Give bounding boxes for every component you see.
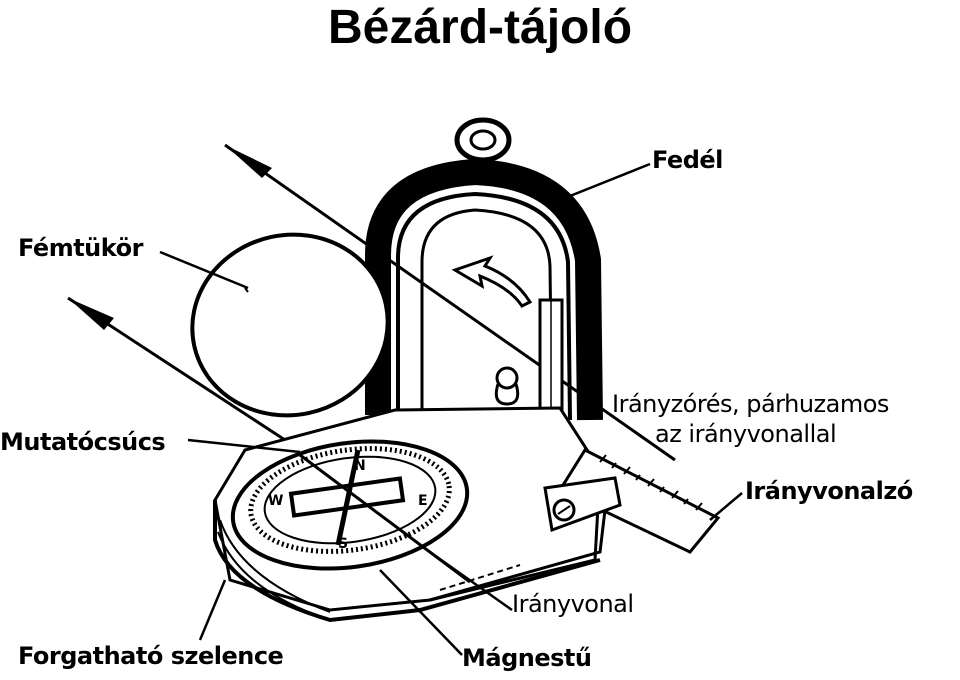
label-iranyzores-line1: Irányzórés, párhuzamos — [612, 390, 889, 418]
reflected-arrow — [451, 255, 533, 308]
dial-east-marker: E — [418, 493, 428, 509]
leader-mutatocsucs — [187, 438, 301, 454]
label-femtukor: Fémtükör — [18, 234, 143, 262]
label-magnestu: Mágnestű — [462, 644, 592, 672]
leader-fedel — [559, 162, 651, 202]
label-fedel: Fedél — [652, 146, 723, 174]
label-mutatocsucs: Mutatócsúcs — [0, 428, 166, 456]
leader-iranyvonal — [419, 543, 513, 612]
keyhole-icon — [494, 366, 520, 406]
leader-femtukor — [159, 250, 249, 290]
label-iranyzores-line2: az irányvonallal — [655, 420, 837, 448]
dial-west-marker: W — [268, 493, 283, 509]
leader-iranyvonalzo — [709, 492, 743, 521]
dial-south-marker: S — [338, 536, 348, 552]
hinge-screw — [543, 476, 622, 533]
label-iranyvonalzo: Irányvonalzó — [745, 477, 913, 505]
leader-magnestu — [379, 569, 463, 656]
page-title: Bézárd-tájoló — [327, 1, 633, 54]
ruler — [557, 448, 721, 554]
dial-north-marker: N — [354, 458, 366, 474]
label-forgathato-szelence: Forgatható szelence — [18, 642, 284, 670]
hanging-ring — [454, 117, 512, 178]
leader-lines — [159, 162, 743, 656]
label-iranyvonal: Irányvonal — [512, 590, 634, 618]
metal-mirror — [190, 232, 390, 418]
leader-forgathato — [198, 579, 227, 641]
sighting-ray-lower — [67, 296, 286, 442]
